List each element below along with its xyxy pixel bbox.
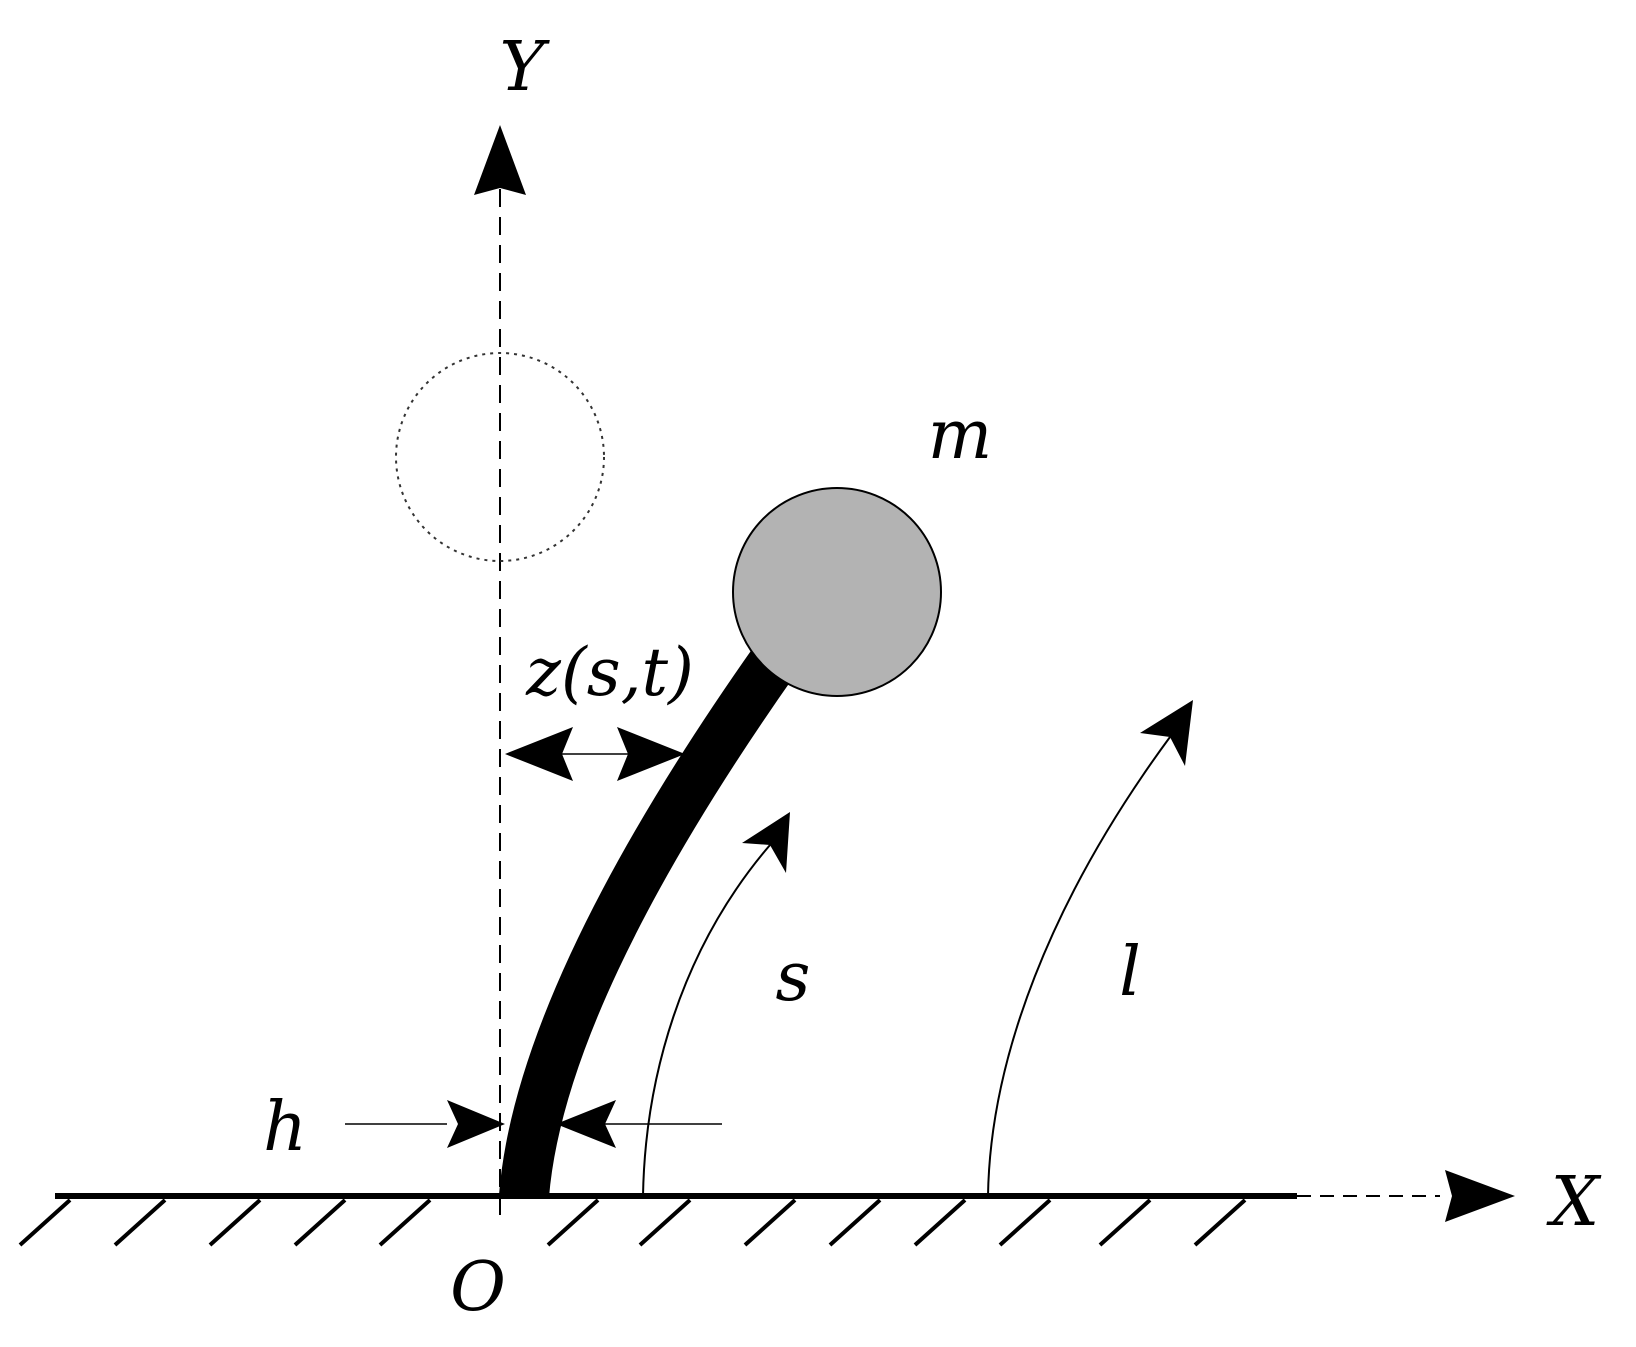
thickness-dimension xyxy=(345,1100,722,1148)
arc-coordinate-label: s xyxy=(776,938,811,1017)
mass-label: m xyxy=(928,396,992,475)
x-axis-arrow-icon xyxy=(1445,1170,1515,1222)
undeformed-mass-outline xyxy=(395,352,605,562)
arc-coordinate-s-arrow xyxy=(642,812,790,1197)
origin-label: O xyxy=(450,1248,506,1327)
tip-mass xyxy=(732,487,942,697)
y-axis-arrow-icon xyxy=(474,125,526,195)
flexible-beam xyxy=(499,645,796,1199)
length-label: l xyxy=(1119,933,1141,1012)
length-l-arrow xyxy=(987,700,1193,1197)
x-axis-label: X xyxy=(1546,1163,1602,1242)
deflection-dimension xyxy=(505,727,685,781)
deflection-label: z(s,t) xyxy=(525,634,694,711)
y-axis-label: Y xyxy=(500,28,551,107)
ground-hatching xyxy=(18,1198,1247,1247)
thickness-label: h xyxy=(263,1088,307,1167)
